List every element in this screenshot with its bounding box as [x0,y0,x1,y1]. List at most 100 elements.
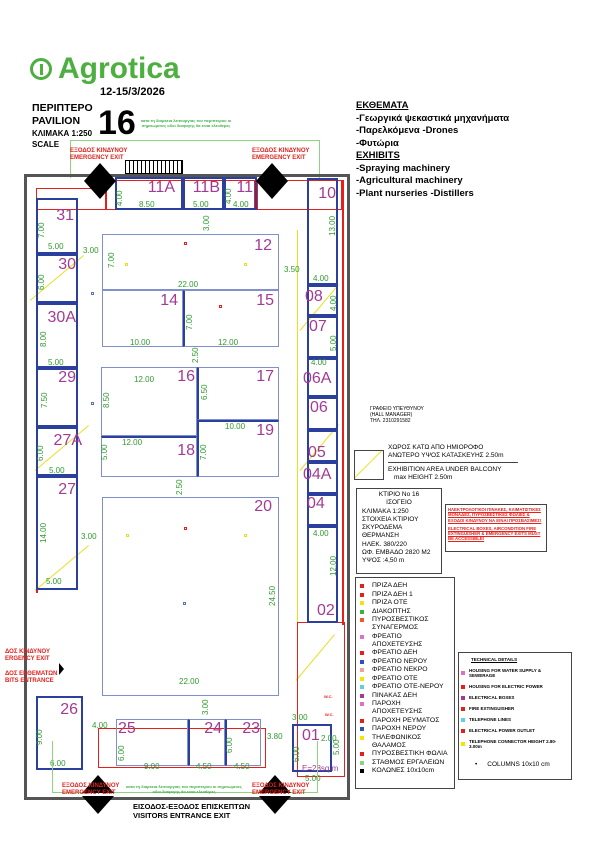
dimension-label: 7.00 [199,444,208,460]
booth-02[interactable]: 02 [307,526,338,623]
exit-arrow-icon [256,163,288,181]
legend-label: ΠΙΝΑΚΑΣ ΔΕΗ [372,691,418,699]
booth-number: 15 [256,292,274,309]
booth-number: 14 [160,292,178,309]
dimension-label: 8.50 [139,200,155,209]
dimension-label: 3.00 [81,532,97,541]
booth-06A[interactable]: 06A [303,358,338,397]
booth-10[interactable]: 10 [307,178,338,285]
booth-11A[interactable]: 11A [115,177,183,210]
exit-arrow-icon [259,775,291,793]
booth-07[interactable]: 07 [307,316,338,358]
legend-item: ΤΗΛΕΦΩΝΙΚΟΣ ΘΑΛΑΜΟΣ [356,734,454,750]
legend-symbol-icon [360,702,364,706]
booth-number: 04 [307,495,325,512]
legend-symbol-icon [360,651,364,655]
exhibits-list: ΕΚΘΕΜΑΤΑ -Γεωργικά ψεκαστικά μηχανήματα … [356,100,509,200]
booth-number: 01 [302,727,320,744]
dimension-label: 7.00 [37,222,46,238]
legend-label: ΔΙΑΚΟΠΤΗΣ [372,607,411,615]
booth-25[interactable]: 25 [116,719,188,766]
technical-label: ELECTRICAL BOXES [469,695,515,700]
dimension-label: 4.00 [233,200,249,209]
booth-04A[interactable]: 04A [303,462,338,494]
booth-12[interactable]: 12 [102,234,279,290]
power-housing-icon [184,527,187,530]
booth-05[interactable]: 05 [307,430,338,462]
legend-symbol-icon [360,769,364,773]
booth-24[interactable]: 24 [188,719,225,766]
booth-15[interactable]: 15 [183,290,279,347]
pavilion-gr: ΠΕΡΙΠΤΕΡΟ [32,102,93,114]
dimension-label: 5.00 [48,358,64,367]
booth-31[interactable]: 31 [36,198,78,254]
building-info-box: ΚΤΙΡΙΟ No 16 ΙΣΟΓΕΙΟ ΚΛΙΜΑΚΑ 1:250 ΣΤΟΙΧ… [356,488,442,574]
booth-18[interactable]: 18 [101,436,197,477]
booth-29[interactable]: 29 [36,368,78,427]
technical-details-box: TECHNICAL DETAILS HOUSING FOR WATER SUPP… [458,652,572,780]
dimension-label: 14.00 [39,522,48,543]
booth-number: 16 [177,368,195,385]
legend-label: ΠΡΙΖΑ ΟΤΕ [372,599,408,606]
booth-27A[interactable]: 27A [36,427,82,476]
dimension-label: 3.80 [267,732,283,741]
exhibit-item: -Spraying machinery [356,162,450,174]
legend-item: ΠΙΝΑΚΑΣ ΔΕΗ [356,692,454,700]
booth-04[interactable]: 04 [307,494,338,526]
stairs-top [125,160,183,174]
legend-item: ΦΡΕΑΤΙΟ ΑΠΟΧΕΤΕΥΣΗΣ [356,633,454,649]
booth-06[interactable]: 06 [307,397,338,430]
sprout-icon [30,58,52,80]
legend-label: ΦΡΕΑΤΙΟ ΔΕΗ [372,649,418,656]
legend-item: ΦΡΕΑΤΙΟ ΝΕΚΡΟ [356,666,454,674]
legend-item: ΣΤΑΘΜΟΣ ΕΡΓΑΛΕΙΩΝ [356,759,454,767]
legend-label: ΚΟΛΩΝΕΣ 10x10cm [372,767,435,774]
scale-en: SCALE [32,140,60,149]
legend-symbol-icon [360,609,364,614]
booth-17[interactable]: 17 [197,367,279,420]
exit-arrow-icon [82,796,114,814]
booth-number: 06 [310,399,328,416]
technical-label: TELEPHONE LINES [469,717,512,722]
booth-number: 31 [56,207,74,224]
exit-arrow-icon [84,163,116,181]
technical-symbol-icon [461,684,465,689]
legend-label: ΦΡΕΑΤΙΟ ΟΤΕ [372,674,418,682]
legend-symbol-icon [360,693,364,698]
booth-19[interactable]: 19 [197,420,279,477]
booth-30[interactable]: 30 [36,254,78,303]
technical-label: ELECTRICAL POWER OUTLET [469,728,535,733]
wc-label: W.C. [324,694,333,699]
booth-08[interactable]: 08 [305,285,338,316]
booth-20[interactable]: 20 [102,497,279,696]
booth-27[interactable]: 27 [36,476,78,590]
balcony-edge [297,230,298,700]
legend-item: ΠΑΡΟΧΗ ΑΠΟΧΕΤΕΥΣΗΣ [356,700,454,716]
booth-01[interactable]: 01 [292,724,332,772]
booth-number: 04A [303,466,332,483]
exit-arrow-icon [259,796,291,814]
booth-11B[interactable]: 11B [183,177,224,210]
dimension-label: 13.00 [328,215,337,236]
booth-number: 25 [118,720,136,737]
booth-14[interactable]: 14 [102,290,183,347]
dimension-label: 22.00 [179,677,200,686]
booth-26[interactable]: 26 [36,696,83,770]
technical-symbol-icon [461,717,465,722]
dimension-label: 24.50 [268,585,277,606]
dimension-label: 6.00 [50,759,66,768]
dimension-label: 9.00 [35,729,44,745]
booth-23[interactable]: 23 [225,719,261,766]
technical-item: TELEPHONE CONNECTOR HEIGHT 2.80-3.00m [461,739,569,749]
dimension-label: 4.00 [313,529,329,538]
dimension-label: 3.00 [292,713,308,722]
booth-30A[interactable]: 30A [36,303,78,368]
dimension-label: 5.00 [48,242,64,251]
booth-16[interactable]: 16 [101,367,197,436]
green-outline [52,741,318,793]
technical-item: ELECTRICAL BOXES [461,695,569,700]
booth-number: 08 [305,288,323,305]
pavilion-en: PAVILION [32,115,81,127]
booth-number: 23 [242,720,260,737]
technical-item: FIRE EXTINGUISHER [461,706,569,711]
